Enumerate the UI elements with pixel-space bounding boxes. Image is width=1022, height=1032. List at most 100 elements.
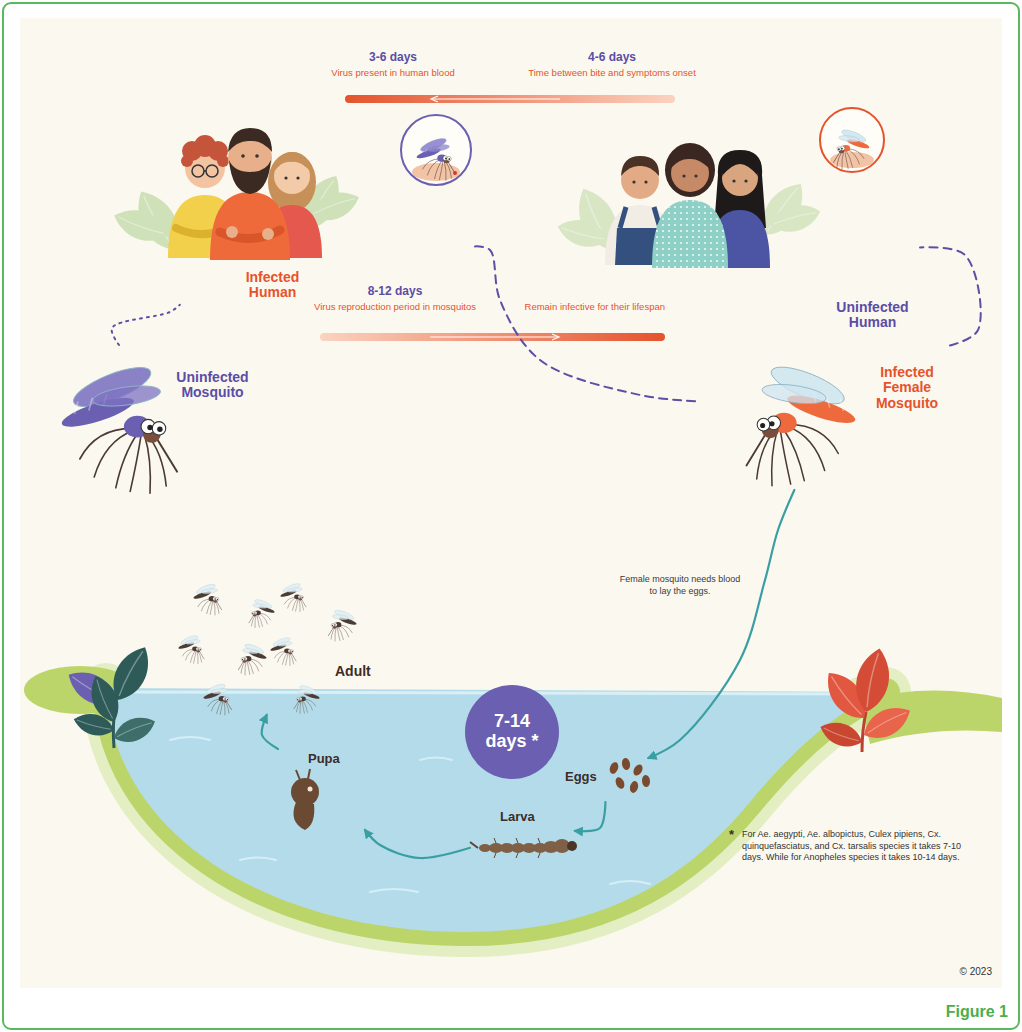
node-label: 7-14 days * [476, 712, 548, 752]
uninfected-mosquito [59, 360, 177, 493]
uninfected-people [554, 143, 823, 268]
water [106, 688, 886, 932]
node-label: Eggs [565, 770, 605, 784]
adult-swarm [178, 634, 204, 664]
lifecycle-arrow [575, 802, 605, 831]
time-bar [345, 95, 675, 103]
eggs [621, 757, 631, 770]
plant [817, 645, 916, 752]
human-group: Infected Human [150, 110, 475, 305]
pupa [293, 802, 314, 830]
person [621, 156, 659, 176]
ripple [240, 858, 276, 861]
grass [106, 688, 886, 932]
node-label: Uninfected Human [830, 300, 915, 331]
adult-swarm [328, 608, 357, 641]
plant [817, 717, 866, 753]
period-note: Remain infective for their lifespan [525, 301, 665, 312]
bite-inset [401, 115, 471, 185]
person [682, 174, 685, 177]
duration-label: 4-6 days [588, 50, 636, 64]
stage-label: Eggs [565, 758, 655, 802]
person [671, 150, 709, 168]
person [284, 176, 287, 179]
footnote: For Ae. aegypti, Ae. albopictus, Culex p… [742, 829, 970, 864]
time-bar [432, 98, 560, 99]
bite-path [112, 305, 180, 345]
duration-label: 3-6 days [369, 50, 417, 64]
node-label: Pupa [308, 752, 348, 766]
edge-label: Female mosquito needs blood to lay the e… [615, 574, 745, 597]
plant [110, 711, 159, 748]
eggs [608, 757, 650, 793]
circle-outline [465, 685, 559, 779]
eggs [632, 763, 645, 777]
stage-label: Pupa [278, 748, 370, 830]
human-group: Uninfected Human [590, 105, 920, 335]
adult-swarm [249, 598, 275, 628]
person [181, 135, 229, 167]
adult-swarm [178, 582, 357, 715]
larva [470, 842, 478, 848]
person [210, 128, 290, 260]
ripple [370, 889, 418, 892]
person [210, 192, 290, 260]
time-bar [345, 95, 675, 103]
lifecycle-arrow [365, 830, 470, 858]
footnote-mark: * [729, 827, 734, 843]
grass [106, 688, 886, 932]
mosquito-figure: Infected Female Mosquito [700, 340, 950, 490]
bite-inset [416, 136, 455, 180]
time-bar [430, 336, 558, 337]
duration-label: 8-12 days [368, 284, 423, 298]
period-note: Time between bite and symptoms onset [528, 67, 696, 78]
infected-people [109, 202, 172, 248]
person [274, 152, 311, 172]
stage-label: Larva [470, 808, 575, 866]
bite-inset [412, 163, 460, 181]
plant [858, 699, 916, 746]
ripple [420, 758, 452, 761]
person [744, 179, 747, 182]
person [204, 170, 206, 172]
person [229, 160, 271, 194]
eggs [614, 776, 626, 790]
person [228, 128, 272, 152]
pupa [291, 778, 319, 806]
larva [470, 838, 577, 858]
person [241, 154, 245, 158]
eggs [641, 775, 650, 788]
bite-inset [820, 108, 884, 172]
uninfected-people [767, 199, 824, 237]
person [217, 155, 229, 167]
node-label: Infected Female Mosquito [868, 365, 946, 411]
adult-swarm [203, 682, 232, 715]
adult-swarm [270, 636, 296, 666]
node-label: Uninfected Mosquito [170, 370, 255, 401]
bite-inset [453, 171, 457, 175]
ripple [170, 737, 650, 892]
adult-swarm [238, 642, 267, 675]
person [665, 143, 715, 197]
uninfected-people [554, 214, 611, 252]
mosquito-figure: Uninfected Mosquito [40, 345, 260, 495]
ripple [610, 881, 650, 884]
period-note: Virus reproduction period in mosquitos [314, 301, 476, 312]
adult-swarm [280, 582, 306, 612]
node-label: Larva [500, 810, 545, 824]
adult-swarm [294, 684, 320, 714]
larva [567, 841, 577, 851]
figure-caption: Figure 1 [946, 1002, 1008, 1021]
plant [850, 645, 895, 715]
infected-mosquito [747, 360, 858, 486]
bite-inset [401, 115, 471, 185]
person [652, 200, 728, 268]
person [694, 174, 697, 177]
bite-path [475, 246, 700, 401]
time-bar [320, 333, 665, 341]
bite-inset [834, 128, 871, 169]
larva [479, 839, 570, 853]
larva [494, 838, 540, 858]
plant [71, 709, 116, 739]
